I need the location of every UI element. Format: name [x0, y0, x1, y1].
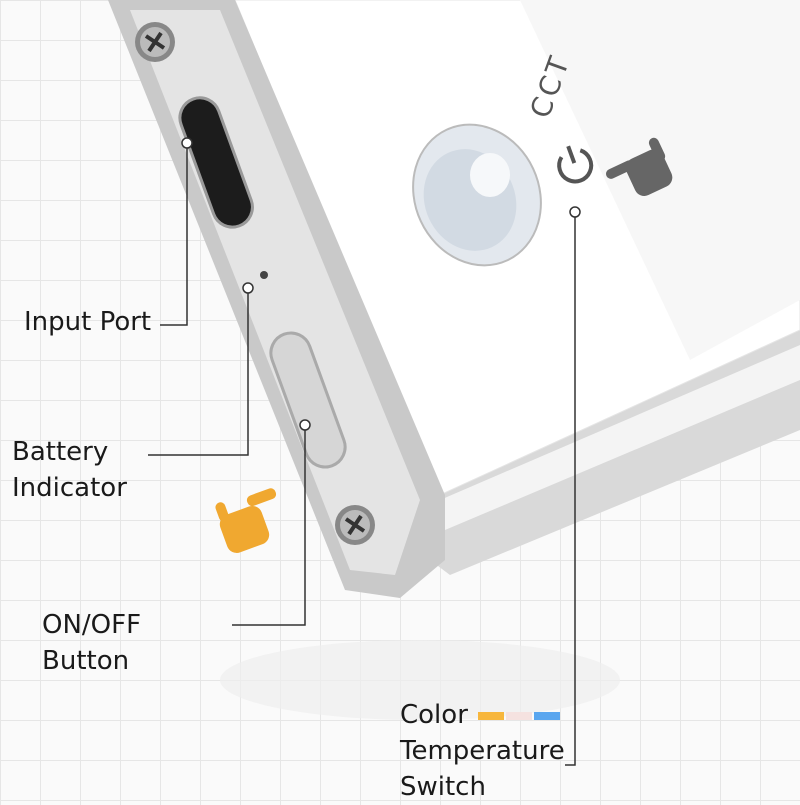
- swatch-cool: [534, 711, 561, 720]
- screw-bottom: [335, 505, 375, 545]
- label-battery-line2: Indicator: [12, 473, 127, 503]
- callout-dot-battery: [242, 282, 254, 294]
- swatch-warm: [478, 711, 505, 720]
- label-on-off-button: ON/OFF Button: [42, 607, 141, 679]
- label-input-port: Input Port: [24, 307, 152, 337]
- screw-top: [135, 22, 175, 62]
- power-icon: [557, 145, 594, 184]
- on-off-button[interactable]: [265, 327, 350, 472]
- hand-pointer-icon-gray: [605, 137, 673, 196]
- swatch-neutral: [506, 711, 533, 720]
- callout-lines: [148, 148, 576, 766]
- label-cct-switch: Color Temperature Switch: [400, 697, 565, 805]
- input-port: [178, 96, 254, 229]
- label-cct-line3: Switch: [400, 772, 486, 802]
- label-battery-line1: Battery: [12, 437, 109, 467]
- hand-pointer-icon-orange: [215, 488, 277, 553]
- label-on-off-line1: ON/OFF: [42, 610, 142, 640]
- label-cct-line1: Color: [400, 700, 468, 730]
- label-cct-line2: Temperature: [400, 736, 565, 766]
- callout-dot-cct: [569, 206, 581, 218]
- battery-indicator-led: [260, 271, 268, 279]
- callout-dot-on-off: [299, 419, 311, 431]
- label-on-off-line2: Button: [42, 646, 130, 676]
- label-battery-indicator: Battery Indicator: [12, 434, 127, 506]
- callout-dot-input-port: [181, 137, 193, 149]
